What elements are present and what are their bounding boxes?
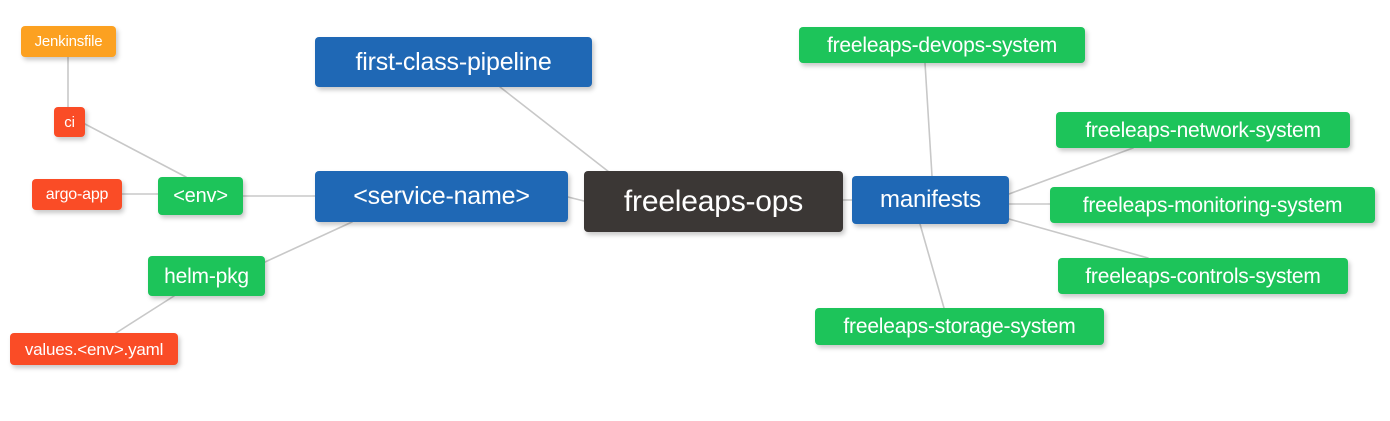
node-freeleaps-devops-system[interactable]: freeleaps-devops-system: [799, 27, 1085, 63]
node-label-helm-pkg: helm-pkg: [164, 264, 249, 288]
node-label-freeleaps-controls-system: freeleaps-controls-system: [1085, 264, 1321, 288]
node-values-env-yaml[interactable]: values.<env>.yaml: [10, 333, 178, 365]
node-argo-app[interactable]: argo-app: [32, 179, 122, 210]
edge-helm-pkg-to-values-env-yaml: [115, 295, 175, 334]
edge-manifests-to-freeleaps-controls-system: [1008, 218, 1149, 259]
node-freeleaps-storage-system[interactable]: freeleaps-storage-system: [815, 308, 1104, 345]
node-freeleaps-controls-system[interactable]: freeleaps-controls-system: [1058, 258, 1348, 294]
node-label-ci: ci: [64, 113, 75, 131]
node-label-root: freeleaps-ops: [623, 184, 804, 218]
node-label-argo-app: argo-app: [45, 185, 109, 203]
node-label-freeleaps-network-system: freeleaps-network-system: [1085, 118, 1321, 142]
node-label-freeleaps-storage-system: freeleaps-storage-system: [843, 315, 1076, 338]
node-first-class-pipeline[interactable]: first-class-pipeline: [315, 37, 592, 87]
edge-manifests-to-freeleaps-devops-system: [924, 62, 933, 177]
node-helm-pkg[interactable]: helm-pkg: [148, 256, 265, 296]
node-manifests[interactable]: manifests: [852, 176, 1009, 224]
edge-manifests-to-freeleaps-network-system: [1008, 147, 1134, 195]
node-label-env: <env>: [173, 185, 228, 207]
node-label-values-env-yaml: values.<env>.yaml: [24, 339, 164, 359]
node-label-freeleaps-devops-system: freeleaps-devops-system: [827, 33, 1057, 57]
node-label-first-class-pipeline: first-class-pipeline: [355, 47, 552, 76]
node-env[interactable]: <env>: [158, 177, 243, 215]
node-jenkinsfile[interactable]: Jenkinsfile: [21, 26, 116, 57]
node-label-service-name: <service-name>: [353, 182, 530, 210]
node-label-jenkinsfile: Jenkinsfile: [34, 33, 103, 50]
node-label-freeleaps-monitoring-system: freeleaps-monitoring-system: [1082, 193, 1343, 217]
node-root[interactable]: freeleaps-ops: [584, 171, 843, 232]
edge-root-to-first-class-pipeline: [499, 86, 610, 173]
edge-root-to-service-name: [567, 196, 585, 202]
edge-service-name-to-helm-pkg: [264, 221, 353, 263]
node-freeleaps-monitoring-system[interactable]: freeleaps-monitoring-system: [1050, 187, 1375, 223]
node-ci[interactable]: ci: [54, 107, 85, 137]
edge-manifests-to-freeleaps-storage-system: [919, 223, 945, 309]
edge-env-to-ci: [84, 123, 187, 178]
node-label-manifests: manifests: [880, 186, 981, 213]
node-freeleaps-network-system[interactable]: freeleaps-network-system: [1056, 112, 1350, 148]
node-service-name[interactable]: <service-name>: [315, 171, 568, 222]
